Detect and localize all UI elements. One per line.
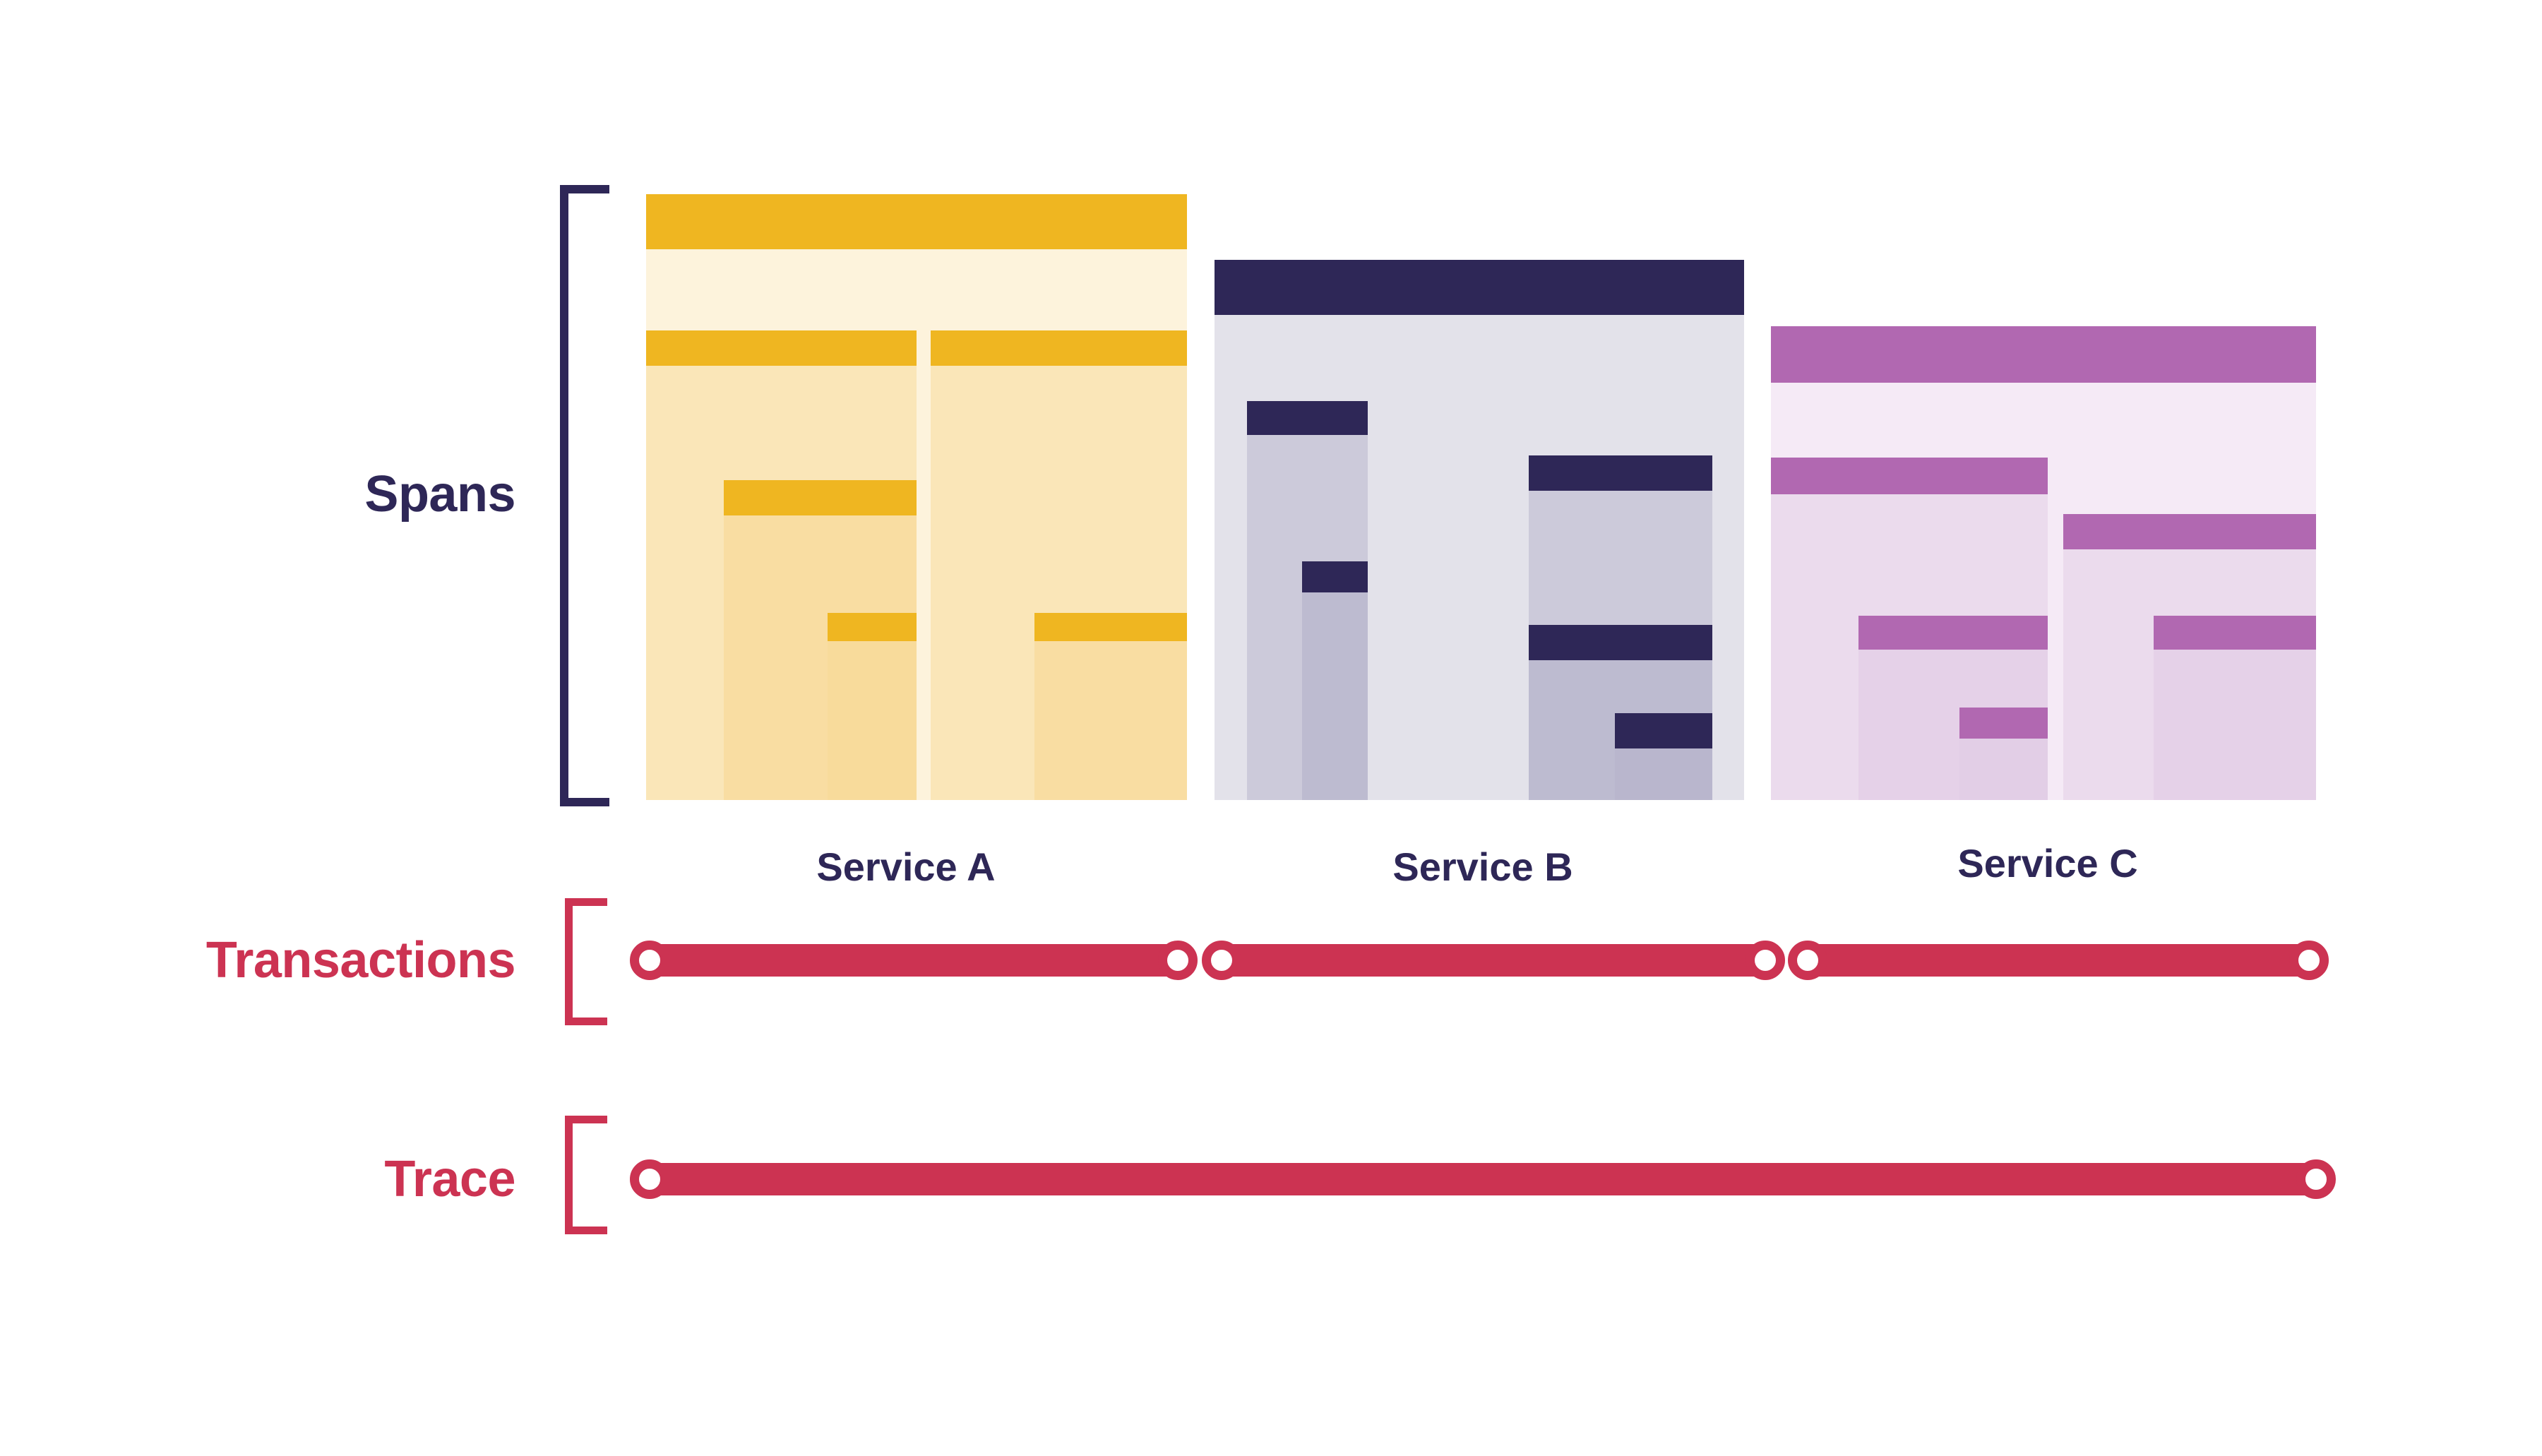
transaction-node-1-start[interactable] bbox=[630, 941, 669, 980]
service-caption-b: Service B bbox=[1392, 845, 1573, 889]
transaction-node-2-end[interactable] bbox=[1746, 941, 1785, 980]
span-head bbox=[1771, 326, 2316, 383]
span-head bbox=[646, 330, 917, 366]
transaction-segment-1[interactable] bbox=[650, 944, 1178, 977]
transaction-node-3-start[interactable] bbox=[1788, 941, 1827, 980]
bracket-trace bbox=[565, 1116, 607, 1234]
transaction-segment-2[interactable] bbox=[1222, 944, 1765, 977]
span-body bbox=[828, 613, 917, 800]
span-head bbox=[1615, 713, 1712, 748]
span-body bbox=[1302, 561, 1368, 800]
span-a-c2-d2[interactable] bbox=[1034, 613, 1187, 800]
bracket-spans bbox=[560, 185, 609, 806]
spans-area bbox=[646, 194, 2316, 800]
trace-segment-1[interactable] bbox=[650, 1163, 2316, 1195]
span-head bbox=[1302, 561, 1368, 592]
span-head bbox=[1858, 616, 2048, 650]
span-head bbox=[2063, 514, 2316, 549]
span-head bbox=[1529, 625, 1712, 660]
span-head bbox=[1034, 613, 1187, 641]
span-head bbox=[931, 330, 1187, 366]
span-head bbox=[1247, 401, 1368, 435]
trace-node-1-end[interactable] bbox=[2296, 1159, 2336, 1199]
transaction-node-2-start[interactable] bbox=[1202, 941, 1241, 980]
transaction-node-3-end[interactable] bbox=[2289, 941, 2329, 980]
span-head bbox=[1959, 708, 2048, 739]
span-b-c2-d3[interactable] bbox=[1615, 713, 1712, 800]
span-head bbox=[2154, 616, 2316, 650]
span-head bbox=[828, 613, 917, 641]
service-caption-c: Service C bbox=[1957, 841, 2138, 885]
span-head bbox=[1771, 458, 2048, 494]
span-c-c1-d3[interactable] bbox=[1959, 708, 2048, 800]
bracket-transactions bbox=[565, 898, 607, 1025]
row-label-trace: Trace bbox=[384, 1151, 515, 1207]
transaction-node-1-end[interactable] bbox=[1158, 941, 1198, 980]
span-head bbox=[1529, 455, 1712, 491]
span-b-c1-d2[interactable] bbox=[1302, 561, 1368, 800]
transaction-segment-3[interactable] bbox=[1808, 944, 2309, 977]
service-caption-a: Service A bbox=[816, 845, 996, 889]
span-head bbox=[646, 194, 1187, 249]
trace-node-1-start[interactable] bbox=[630, 1159, 669, 1199]
span-c-c2-d2[interactable] bbox=[2154, 616, 2316, 800]
row-label-transactions: Transactions bbox=[205, 932, 516, 989]
span-head bbox=[724, 480, 917, 515]
span-head bbox=[1215, 260, 1744, 315]
span-a-c1-d3[interactable] bbox=[828, 613, 917, 800]
span-body bbox=[1034, 613, 1187, 800]
row-label-spans: Spans bbox=[364, 466, 515, 523]
